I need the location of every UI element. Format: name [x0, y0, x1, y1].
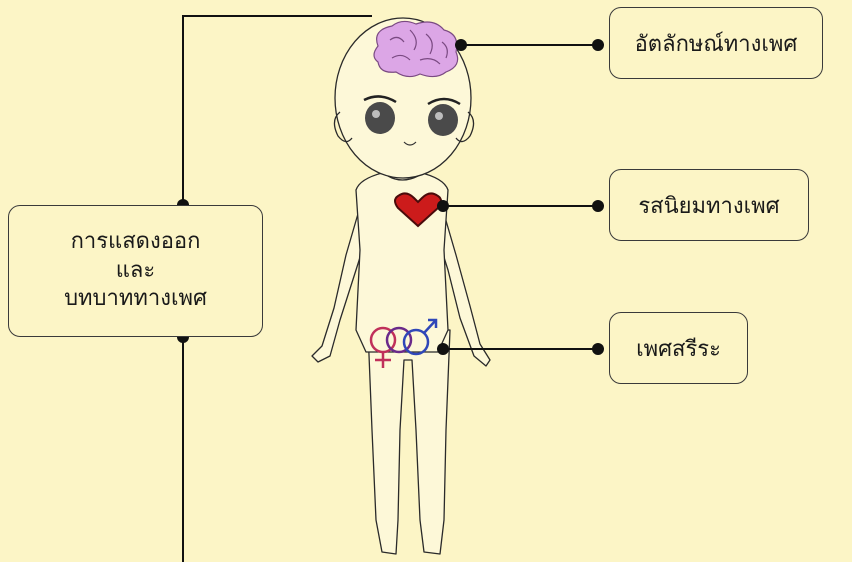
gender-identity-label: อัตลักษณ์ทางเพศ — [635, 26, 798, 61]
brain-icon — [374, 21, 458, 76]
gender-expression-label-line3: บทบาททางเพศ — [64, 285, 207, 314]
left-eye — [365, 102, 395, 134]
gender-expression-box: การแสดงออก และ บทบาททางเพศ — [8, 205, 263, 337]
gender-expression-label-line2: และ — [116, 257, 155, 286]
biological-sex-label: เพศสรีระ — [636, 331, 721, 366]
right-eye — [428, 104, 458, 136]
gender-expression-label-line1: การแสดงออก — [71, 228, 201, 257]
sexual-orientation-label: รสนิยมทางเพศ — [638, 188, 779, 223]
gender-identity-box: อัตลักษณ์ทางเพศ — [609, 7, 823, 79]
human-figure — [312, 18, 490, 554]
biological-sex-box: เพศสรีระ — [609, 312, 748, 384]
sexual-orientation-box: รสนิยมทางเพศ — [609, 169, 809, 241]
